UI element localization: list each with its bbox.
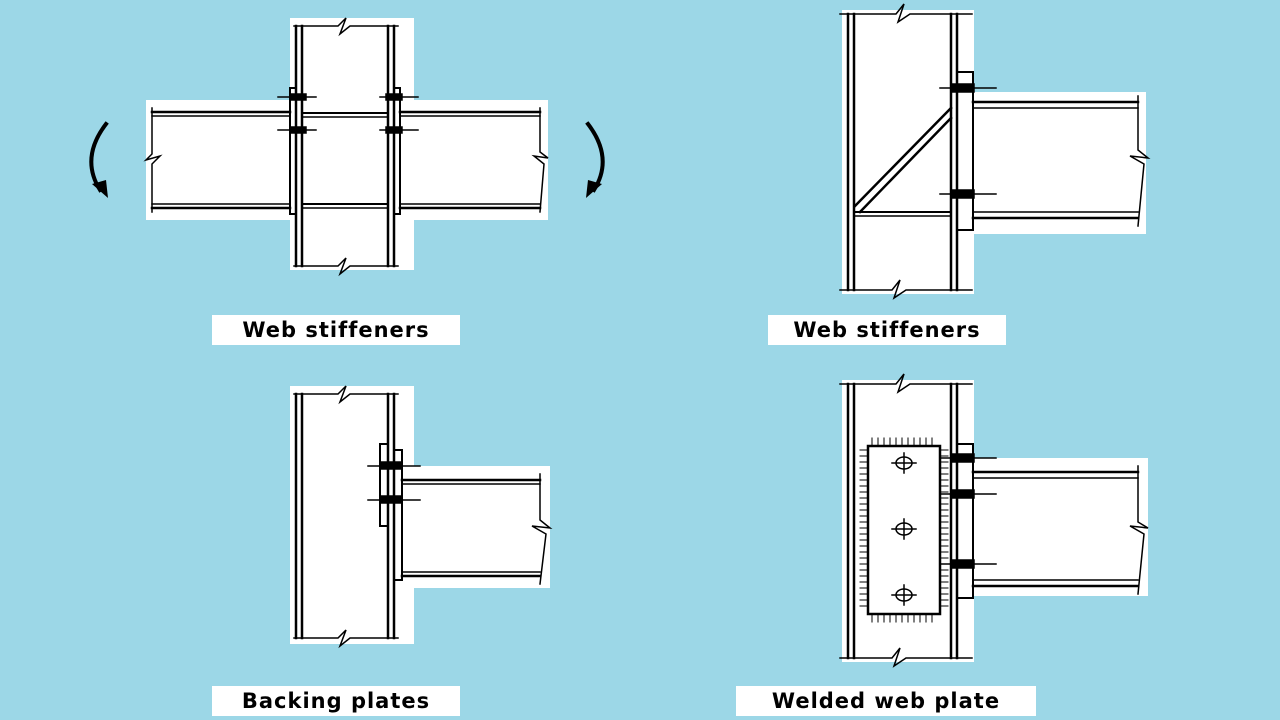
bolts [939,453,997,569]
backing-plate [379,443,389,527]
left-beam-body [146,100,296,220]
bolts [367,461,421,504]
column-break-bottom [839,279,973,300]
right-beam-body [408,100,548,220]
caption-web-stiffeners: Web stiffeners [212,315,460,345]
beam-break [531,473,553,585]
bolt-holes [891,452,917,606]
column-break-bottom [293,257,399,277]
moment-arrow-right [585,121,605,198]
detail-bottom-right [839,373,1149,668]
detail-top-right [839,3,1151,300]
bolts [277,93,419,134]
beam-break [1129,465,1149,595]
beam-break [1129,95,1151,227]
column-body [290,18,414,270]
beam-body [400,466,550,588]
beam-body [968,458,1148,596]
column-break-top [293,385,399,405]
moment-arrow-left [89,121,109,198]
column-body [290,386,414,644]
column-break-bottom [839,647,973,668]
detail-top-left [89,17,605,277]
column-break-top [839,3,973,24]
column-break-bottom [293,629,399,649]
column-break-top [839,373,973,394]
bolts [939,83,997,199]
beam-body [966,92,1146,234]
right-beam-break [531,107,549,213]
caption-backing-plates: Backing plates [212,686,460,716]
weld-symbols [859,437,949,623]
column-break-top [293,17,399,37]
detail-bottom-left [290,385,553,649]
left-beam-break [143,107,163,213]
caption-web-stiffeners-diagonal: Web stiffeners [768,315,1006,345]
caption-welded-web-plate: Welded web plate [736,686,1036,716]
